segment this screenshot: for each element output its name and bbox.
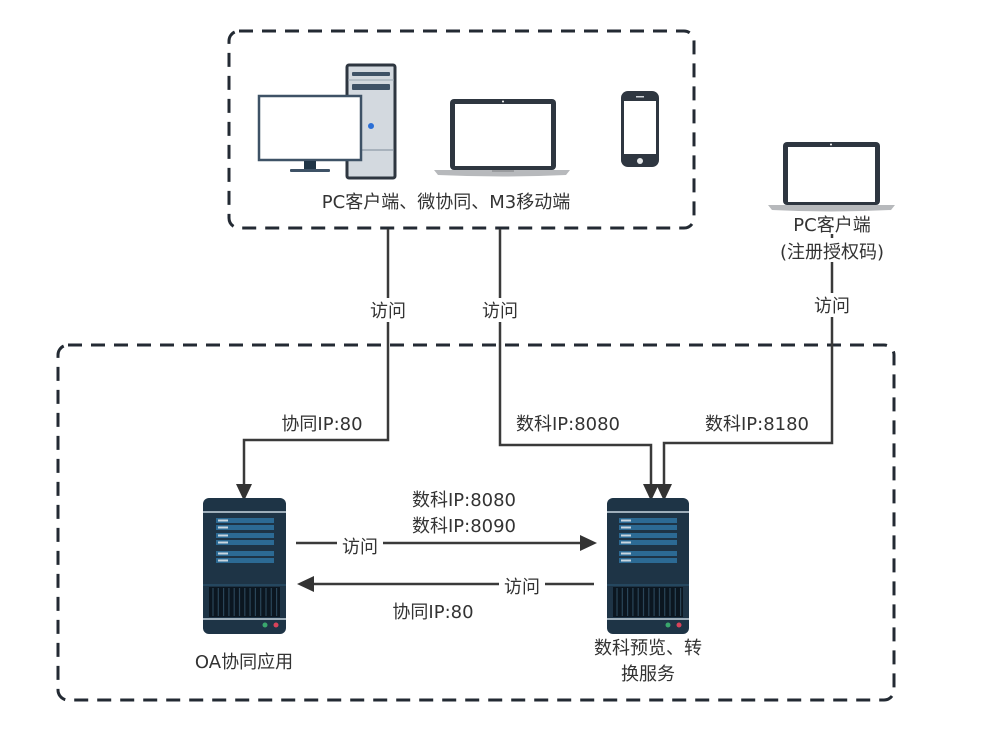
arrowhead-to-preview xyxy=(580,535,597,551)
arrowhead-preview-1 xyxy=(643,484,659,501)
preview-server-label-line2: 换服务 xyxy=(621,664,675,685)
endpoint-label-oa-80-return: 协同IP:80 xyxy=(392,602,473,623)
access-label-preview-oa: 访问 xyxy=(504,577,540,598)
oa-server-icon xyxy=(203,498,286,634)
endpoint-label-preview-8080: 数科IP:8080 xyxy=(516,414,620,435)
external-client-caption: PC客户端 xyxy=(793,215,870,236)
arrowhead-to-oa xyxy=(297,576,314,592)
mobile-phone-icon xyxy=(621,91,659,167)
server-group-box xyxy=(56,343,896,702)
external-laptop-icon xyxy=(768,142,895,212)
endpoint-label-oa-80: 协同IP:80 xyxy=(281,414,362,435)
endpoint-label-8090: 数科IP:8090 xyxy=(412,516,516,537)
oa-server-label: OA协同应用 xyxy=(195,652,293,673)
laptop-icon xyxy=(434,99,570,177)
client-group-box xyxy=(227,29,696,230)
access-label-external-preview: 访问 xyxy=(814,296,850,317)
connector-client-to-oa xyxy=(242,229,390,488)
preview-server-label-line1: 数科预览、转 xyxy=(594,638,702,659)
external-client-subcaption: (注册授权码) xyxy=(780,242,884,263)
access-label-oa-preview: 访问 xyxy=(342,537,378,558)
desktop-computer-icon xyxy=(257,63,397,180)
access-label-client-oa: 访问 xyxy=(370,301,406,322)
access-label-client-preview: 访问 xyxy=(482,301,518,322)
preview-server-icon xyxy=(607,498,689,634)
client-group-caption: PC客户端、微协同、M3移动端 xyxy=(322,192,570,213)
connector-client-to-preview xyxy=(498,229,653,488)
arrowhead-preview-2 xyxy=(656,484,672,501)
endpoint-label-8080: 数科IP:8080 xyxy=(412,490,516,511)
arrowhead-oa xyxy=(236,484,252,501)
connector-external-to-preview xyxy=(662,212,834,488)
endpoint-label-preview-8180: 数科IP:8180 xyxy=(705,414,809,435)
